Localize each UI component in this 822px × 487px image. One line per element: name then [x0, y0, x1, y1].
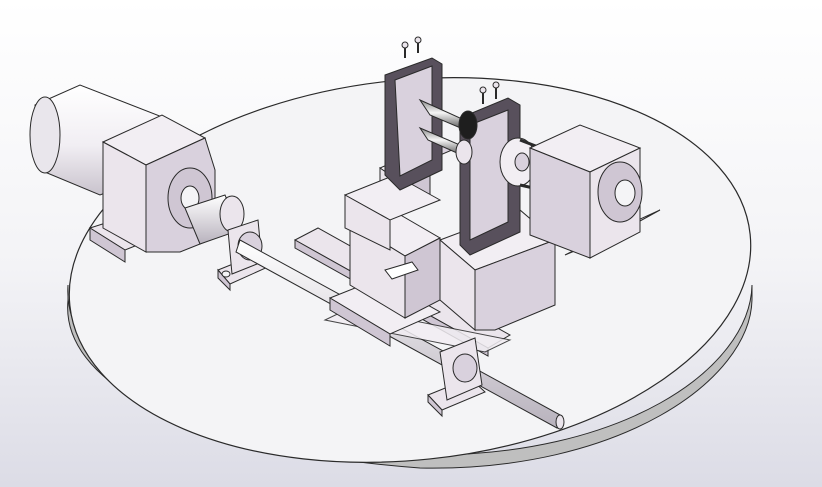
right-shaft-support [427, 337, 486, 418]
right-motor-mount [528, 124, 661, 259]
roller-pedestal [343, 174, 556, 332]
shaft-coupling [184, 194, 245, 245]
lower-roller [418, 126, 473, 165]
slide-carriage [328, 205, 442, 347]
upper-roller [418, 98, 478, 140]
right-roller-frame [459, 81, 521, 256]
left-roller-frame [384, 36, 443, 191]
